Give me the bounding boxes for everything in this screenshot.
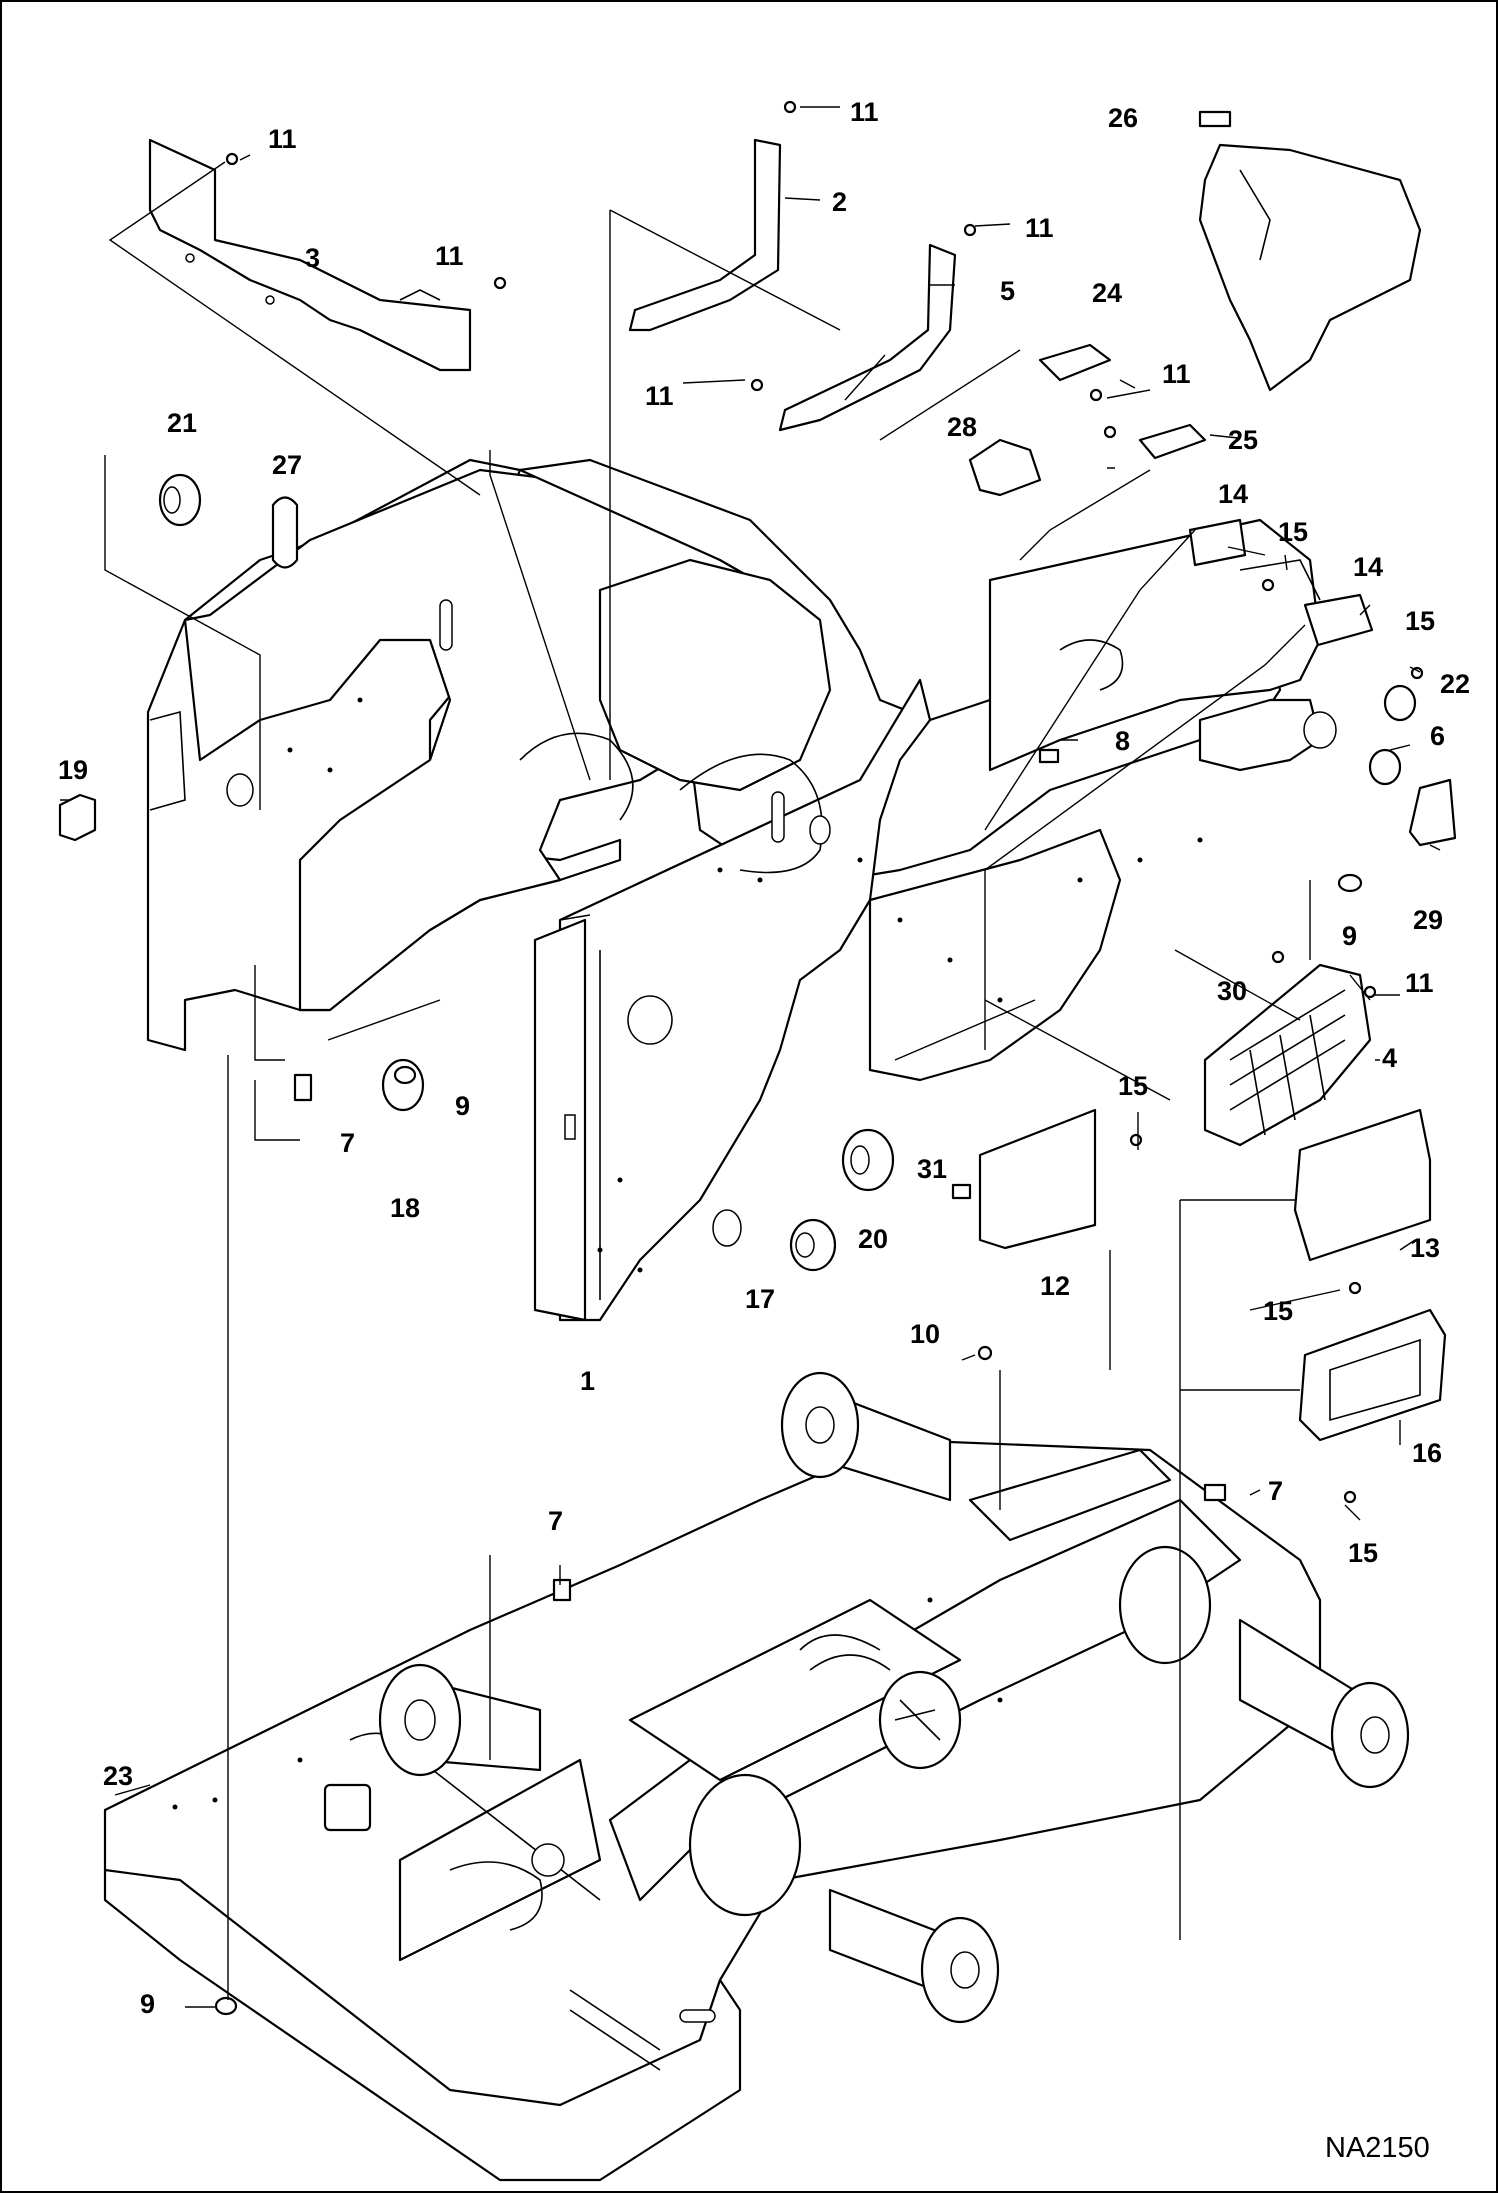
cover-12 <box>978 1108 1097 1250</box>
callout-9-bottom: 9 <box>140 1989 155 2019</box>
callout-15-b: 15 <box>1405 606 1435 636</box>
callout-25: 25 <box>1228 425 1258 455</box>
callout-11-g: 11 <box>1405 968 1434 998</box>
callout-15-a: 15 <box>1278 517 1308 547</box>
part-callouts: 1 2 3 4 5 6 7 7 7 8 9 9 9 9 10 11 11 11 … <box>58 97 1470 2019</box>
callout-11-c: 11 <box>435 241 464 271</box>
callout-15-e: 15 <box>1348 1538 1378 1568</box>
callout-10: 10 <box>910 1319 940 1349</box>
bracket-2 <box>628 138 782 332</box>
callout-15-d: 15 <box>1263 1296 1293 1326</box>
callout-ticks <box>60 106 1441 2008</box>
brackets-24-25 <box>1038 343 1207 460</box>
callout-17: 17 <box>745 1284 775 1314</box>
callout-12: 12 <box>1040 1271 1070 1301</box>
callout-29: 29 <box>1413 905 1443 935</box>
callout-20: 20 <box>858 1224 888 1254</box>
bracket-29 <box>1408 778 1457 847</box>
callout-7-upper: 7 <box>340 1128 355 1158</box>
callout-30: 30 <box>1217 976 1247 1006</box>
leader-lines <box>104 161 1311 2000</box>
callout-23: 23 <box>103 1761 133 1791</box>
callout-9-right: 9 <box>1342 921 1357 951</box>
callout-13: 13 <box>1410 1233 1440 1263</box>
drawing-code: NA2150 <box>1325 2132 1430 2164</box>
upper-main-frame <box>146 458 1337 1322</box>
callout-4: 4 <box>1382 1043 1397 1073</box>
callout-11-e: 11 <box>645 381 674 411</box>
callout-16: 16 <box>1412 1438 1442 1468</box>
callout-9-left: 9 <box>455 1091 470 1121</box>
bracket-28 <box>968 438 1042 497</box>
callout-11-d: 11 <box>1025 213 1054 243</box>
callout-11-a: 11 <box>268 124 297 154</box>
callout-7-right: 7 <box>1268 1476 1283 1506</box>
bracket-3 <box>148 138 472 372</box>
callout-2: 2 <box>832 187 847 217</box>
callout-15-c: 15 <box>1118 1071 1148 1101</box>
callout-24: 24 <box>1092 278 1122 308</box>
callout-1: 1 <box>580 1366 595 1396</box>
callout-14-b: 14 <box>1353 552 1383 582</box>
callout-31: 31 <box>917 1154 947 1184</box>
callout-11-f: 11 <box>1162 359 1191 389</box>
callout-11-b: 11 <box>850 97 879 127</box>
callout-21: 21 <box>167 408 197 438</box>
callout-6: 6 <box>1430 721 1445 751</box>
axles-and-hubs <box>378 1371 1410 2024</box>
callout-19: 19 <box>58 755 88 785</box>
callout-7-lower: 7 <box>548 1506 563 1536</box>
callout-26: 26 <box>1108 103 1138 133</box>
center-plates <box>628 1448 1172 1782</box>
callout-18: 18 <box>390 1193 420 1223</box>
cover-13 <box>1293 1108 1432 1262</box>
covers-14 <box>1188 518 1374 647</box>
panel-26 <box>1198 110 1422 392</box>
callout-8: 8 <box>1115 726 1130 756</box>
callout-5: 5 <box>1000 276 1015 306</box>
callout-22: 22 <box>1440 669 1470 699</box>
callout-27: 27 <box>272 450 302 480</box>
bracket-5 <box>778 243 957 432</box>
callout-28: 28 <box>947 412 977 442</box>
grille-guard-4 <box>1203 963 1372 1147</box>
fasteners <box>214 100 1424 2016</box>
callout-14-a: 14 <box>1218 479 1248 509</box>
cover-16 <box>1298 1308 1447 1442</box>
bushings <box>58 473 1417 1272</box>
callout-3: 3 <box>305 243 320 273</box>
